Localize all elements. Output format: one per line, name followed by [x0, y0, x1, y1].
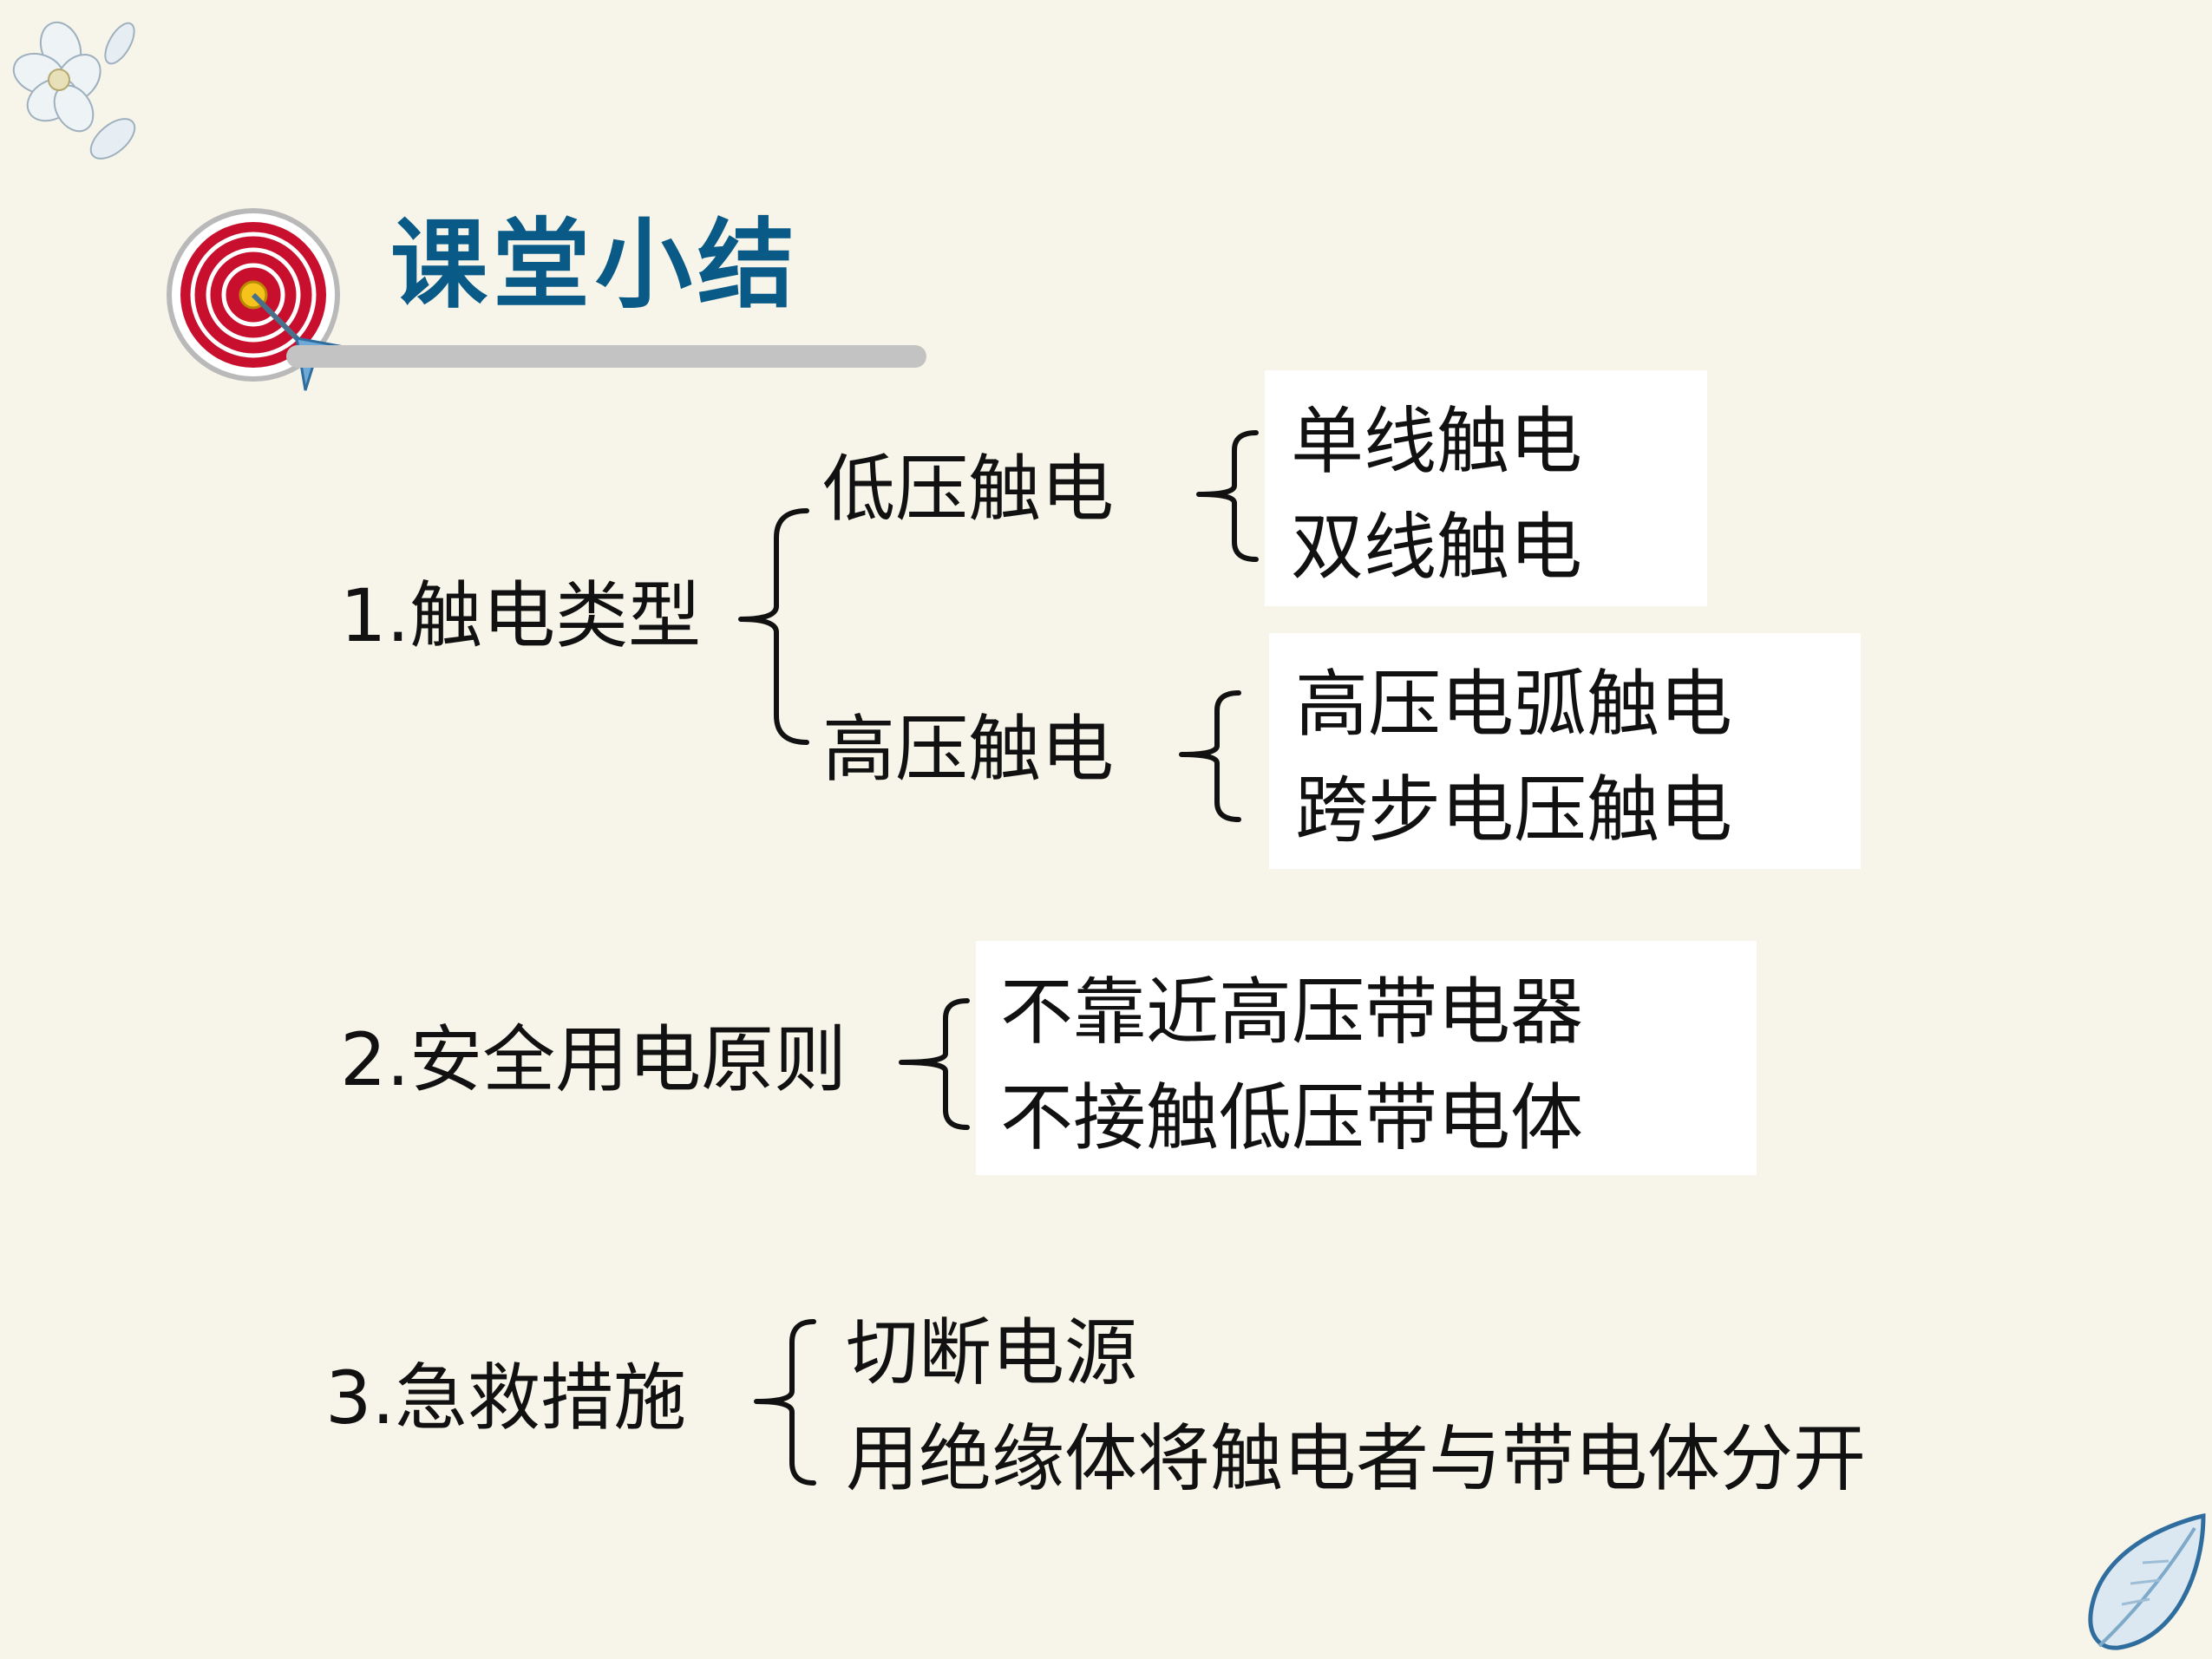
high-voltage-type-arc: 高压电弧触电 [1295, 662, 1733, 747]
section-2-label: 2.安全用电原则 [340, 1017, 847, 1102]
safety-principles-box: 不靠近高压带电器 不接触低压带电体 [976, 941, 1757, 1175]
safety-principle-1: 不靠近高压带电器 [1000, 970, 1584, 1055]
low-voltage-type-single: 单线触电 [1291, 399, 1583, 484]
high-voltage-type-step: 跨步电压触电 [1295, 767, 1733, 852]
low-voltage-types-box: 单线触电 双线触电 [1265, 370, 1707, 606]
safety-principle-2: 不接触低压带电体 [1000, 1075, 1584, 1160]
first-aid-step-2: 用绝缘体将触电者与带电体分开 [846, 1416, 1867, 1501]
high-voltage-brace [1179, 690, 1241, 822]
target-icon [167, 208, 349, 391]
section-1-brace [738, 508, 809, 745]
low-voltage-label: 低压触电 [822, 447, 1115, 532]
low-voltage-type-double: 双线触电 [1291, 505, 1583, 590]
high-voltage-label: 高压触电 [822, 707, 1115, 792]
high-voltage-types-box: 高压电弧触电 跨步电压触电 [1269, 633, 1861, 869]
leaf-icon [2088, 1512, 2206, 1650]
first-aid-step-1: 切断电源 [846, 1310, 1138, 1395]
title-underline [286, 345, 926, 368]
section-2-brace [899, 998, 970, 1130]
section-3-brace [754, 1319, 816, 1486]
section-1-label: 1.触电类型 [340, 573, 702, 658]
flower-icon [12, 21, 136, 160]
page-title: 课堂小结 [390, 209, 800, 322]
section-3-label: 3.急救措施 [325, 1355, 687, 1440]
low-voltage-brace [1196, 430, 1259, 562]
